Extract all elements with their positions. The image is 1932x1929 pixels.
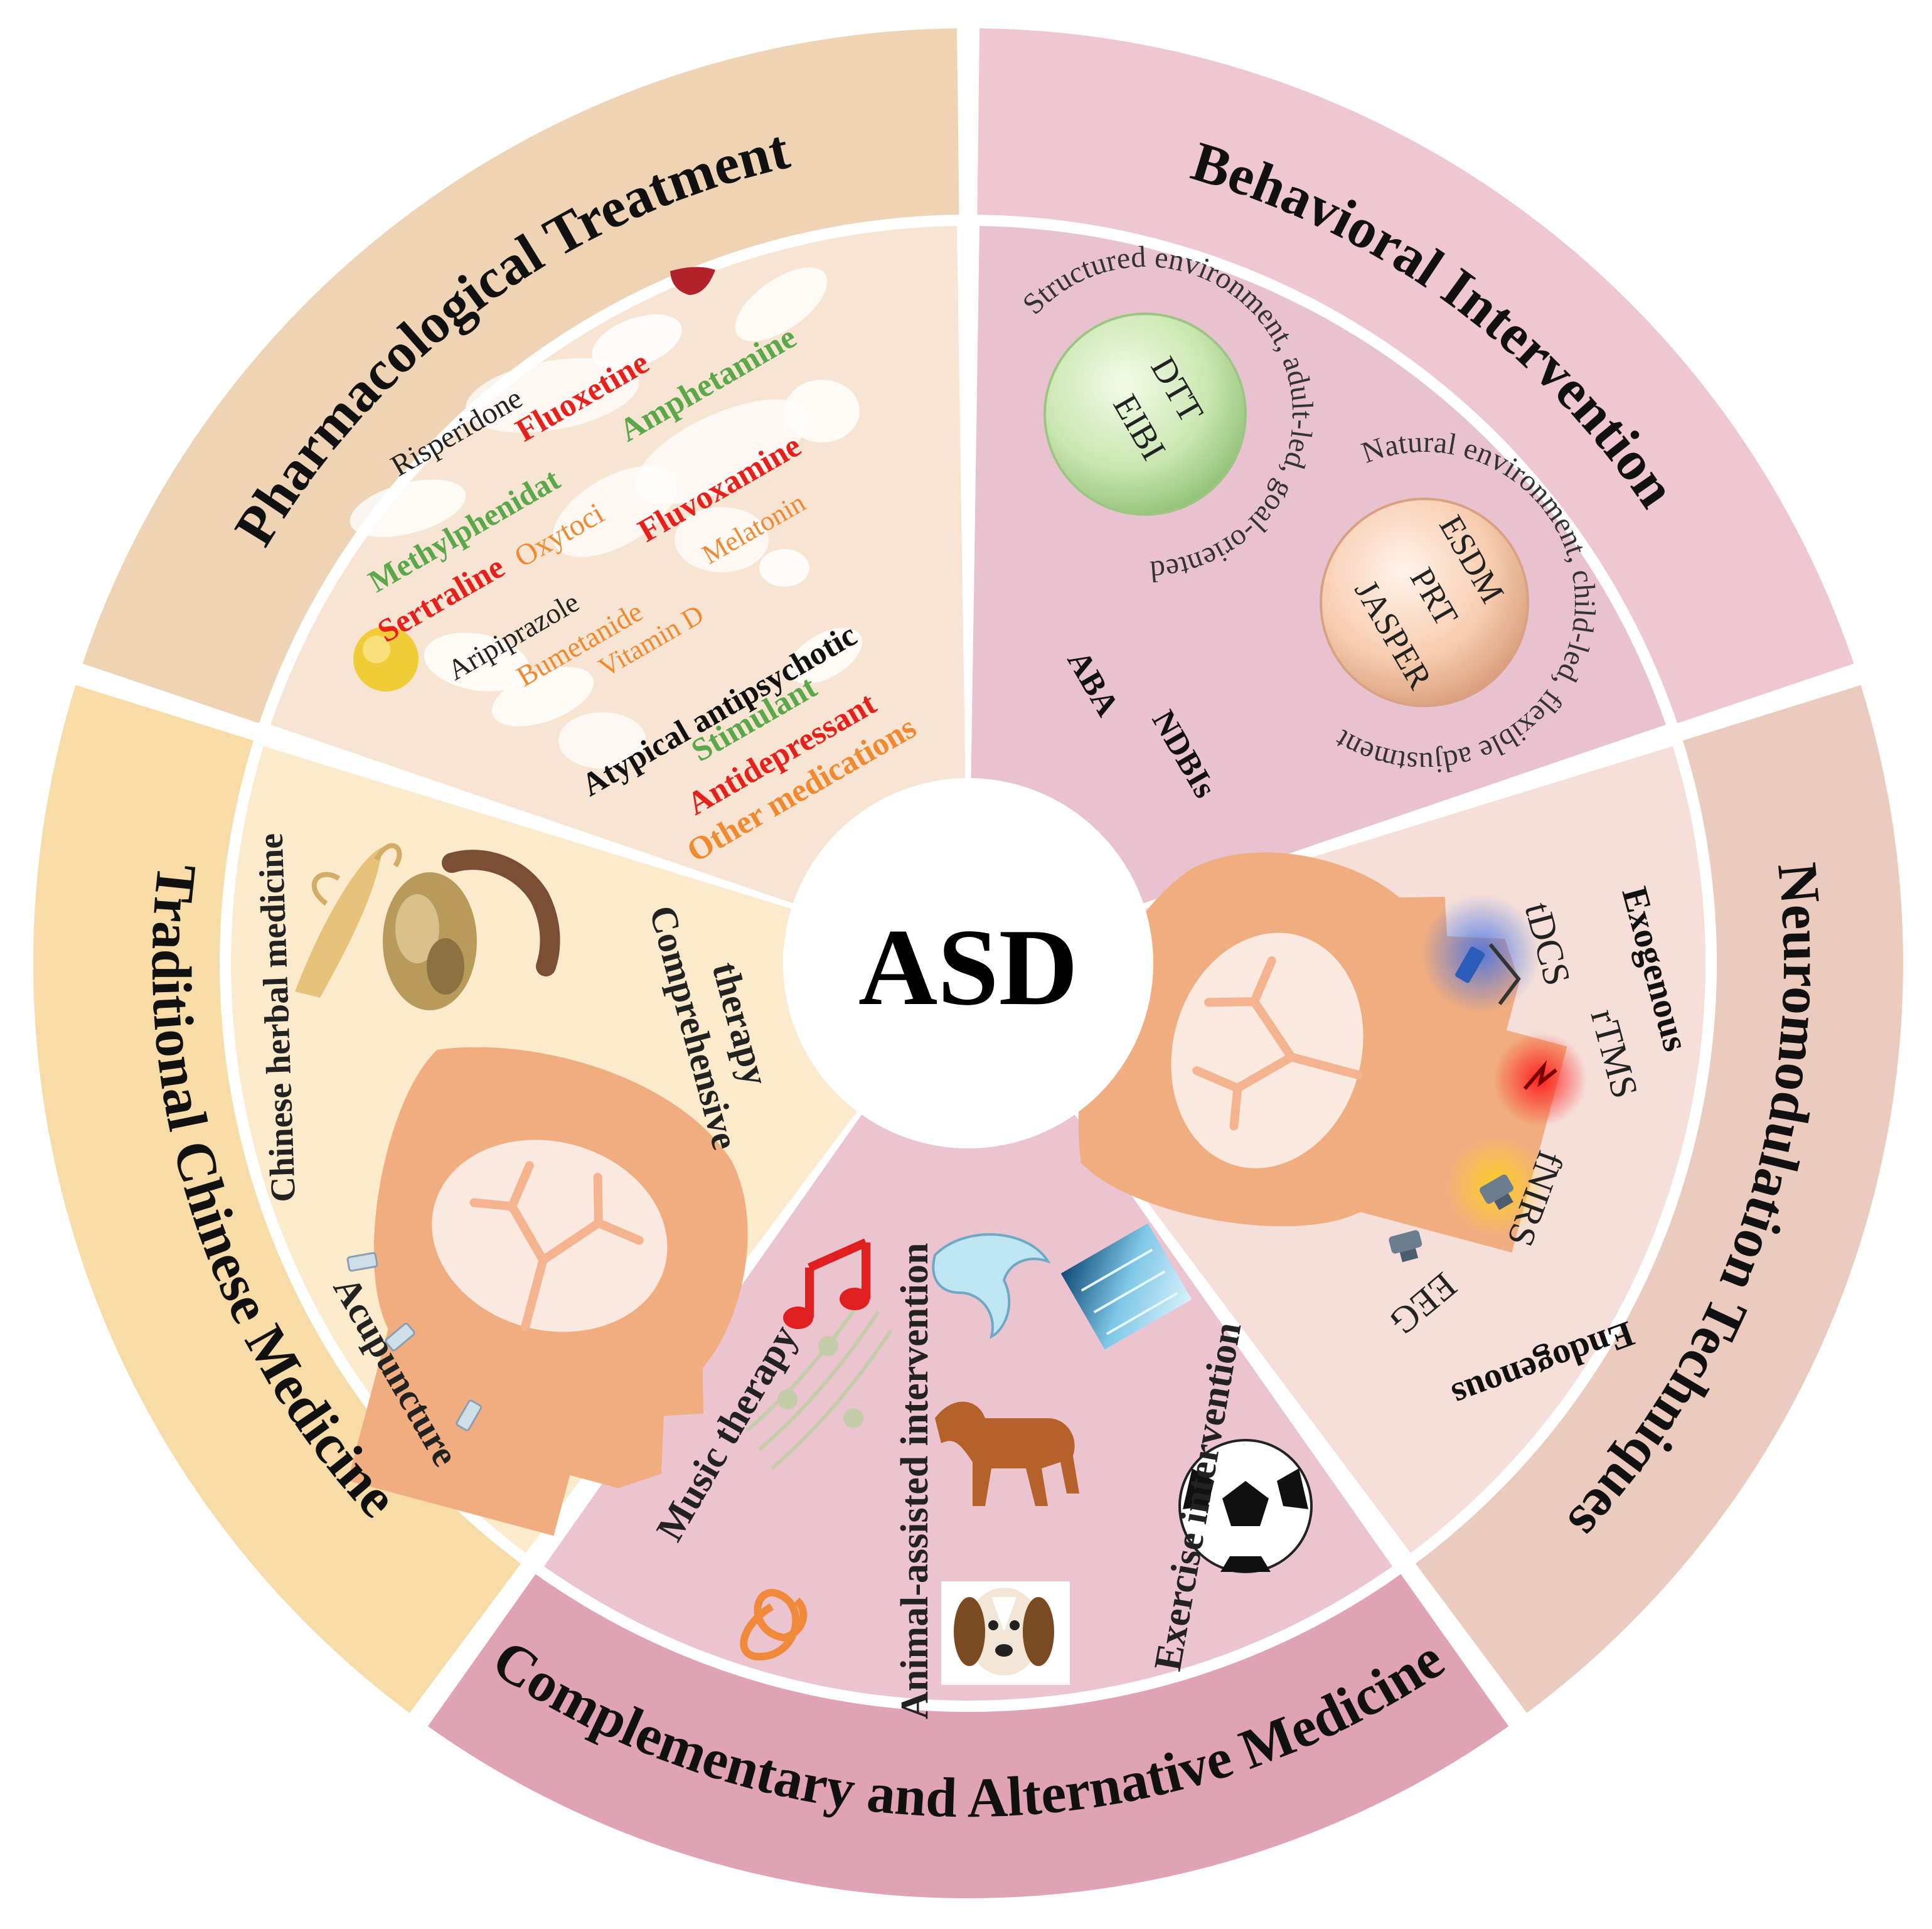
white-pill-icon bbox=[491, 666, 594, 727]
horse-icon bbox=[935, 1401, 1079, 1506]
brain-veins bbox=[1192, 956, 1363, 1131]
fnirs-sensor-icon bbox=[1480, 1174, 1513, 1210]
yellow-tablet-highlight bbox=[363, 636, 390, 663]
center-circle bbox=[783, 778, 1153, 1148]
soccer-ball-icon bbox=[1178, 1439, 1313, 1573]
dolphin-icon bbox=[932, 1233, 1051, 1339]
head-silhouette-tcm bbox=[347, 1047, 748, 1536]
music-notes-icon bbox=[783, 1238, 870, 1329]
brain-icon bbox=[432, 1140, 668, 1332]
rtms-coil-icon bbox=[1523, 1060, 1557, 1090]
aba-methods-circle bbox=[1043, 313, 1247, 516]
brain-veins bbox=[469, 1161, 644, 1332]
herb-ginseng-icon bbox=[295, 843, 402, 998]
eeg-sensor-icon bbox=[1389, 1230, 1422, 1263]
tdcs-electrode-icon bbox=[1455, 946, 1485, 983]
swimming-pool-icon bbox=[1060, 1223, 1192, 1350]
white-pill-icon bbox=[552, 466, 678, 557]
white-pill-icon bbox=[788, 628, 862, 684]
acupuncture-needles-icon bbox=[346, 1252, 483, 1431]
red-capsule-icon bbox=[670, 267, 715, 295]
ndbi-methods-circle bbox=[1320, 498, 1529, 707]
white-pill-icon bbox=[675, 507, 769, 572]
pill-decorations bbox=[350, 267, 862, 769]
cam-outer-band bbox=[427, 1574, 1509, 1898]
white-pill-icon bbox=[350, 479, 466, 537]
herb-root-icon bbox=[442, 850, 560, 976]
white-pill-icon bbox=[592, 314, 682, 370]
dog-icon bbox=[941, 1581, 1070, 1685]
herb-slices-icon bbox=[383, 872, 477, 1010]
white-pill-icon bbox=[759, 549, 809, 587]
treble-clef-icon bbox=[740, 1589, 808, 1661]
behavioral-outer-band bbox=[977, 28, 1854, 724]
brain-icon bbox=[1171, 932, 1364, 1168]
center-label-asd: ASD bbox=[858, 906, 1078, 1028]
white-pill-icon bbox=[424, 633, 530, 692]
label-animal-assisted: Animal-assisted intervention bbox=[894, 1243, 936, 1720]
aba-button: DTT EIBI bbox=[1043, 313, 1247, 516]
tdcs-arrow-icon bbox=[1488, 943, 1521, 1005]
neuromodulation-outer-band bbox=[1415, 685, 1904, 1713]
staff-lines-icon bbox=[745, 1291, 893, 1470]
ndbi-button: ESDM PRT JASPER bbox=[1320, 498, 1529, 707]
white-pill-icon bbox=[558, 712, 646, 769]
pharmacological-outer-band bbox=[82, 28, 959, 724]
white-pill-icon bbox=[634, 399, 809, 505]
white-pill-icon bbox=[735, 267, 828, 341]
white-pill-icon bbox=[465, 358, 639, 433]
